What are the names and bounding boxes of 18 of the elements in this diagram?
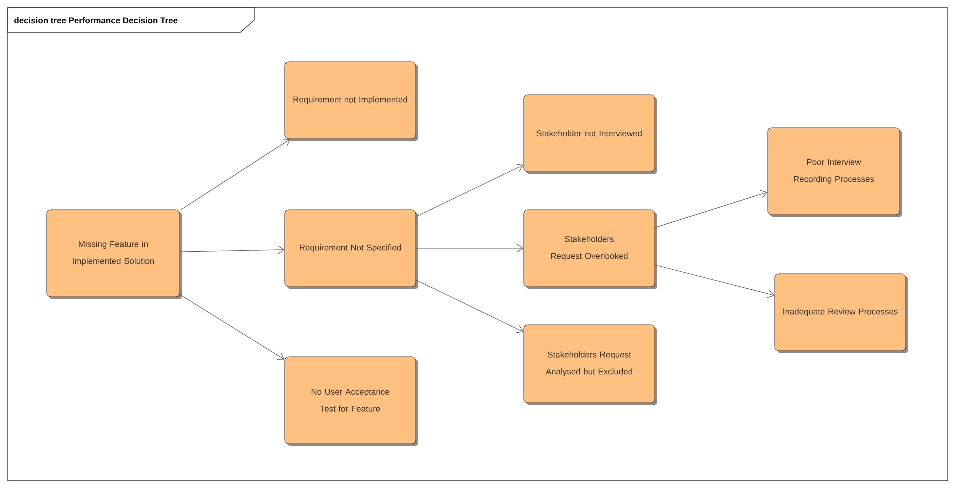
arrow [180, 139, 290, 211]
arrow [180, 294, 285, 360]
arrow [180, 246, 285, 254]
process-box: Stakeholder not Interviewed [524, 94, 658, 174]
arrow [416, 244, 524, 253]
process-box: Missing Feature in Implemented Solution [46, 210, 182, 300]
process-box: Inadequate Review Processes [774, 274, 908, 354]
arrow [416, 164, 524, 218]
process-box: Requirement Not Specified [284, 210, 418, 290]
frame-title: decision tree Performance Decision Tree [8, 8, 256, 34]
process-box: Requirement not Implemented [284, 62, 418, 142]
process-box: Stakeholders Request Analysed but Excluded [524, 324, 658, 406]
process-box: Poor Interview Recording Processes [768, 128, 902, 218]
process-box: No User Acceptance Test for Feature [284, 356, 418, 446]
process-box: Stakeholders Request Overlooked [524, 210, 658, 290]
arrow [655, 190, 768, 228]
arrow [655, 264, 775, 298]
arrow [416, 280, 524, 334]
